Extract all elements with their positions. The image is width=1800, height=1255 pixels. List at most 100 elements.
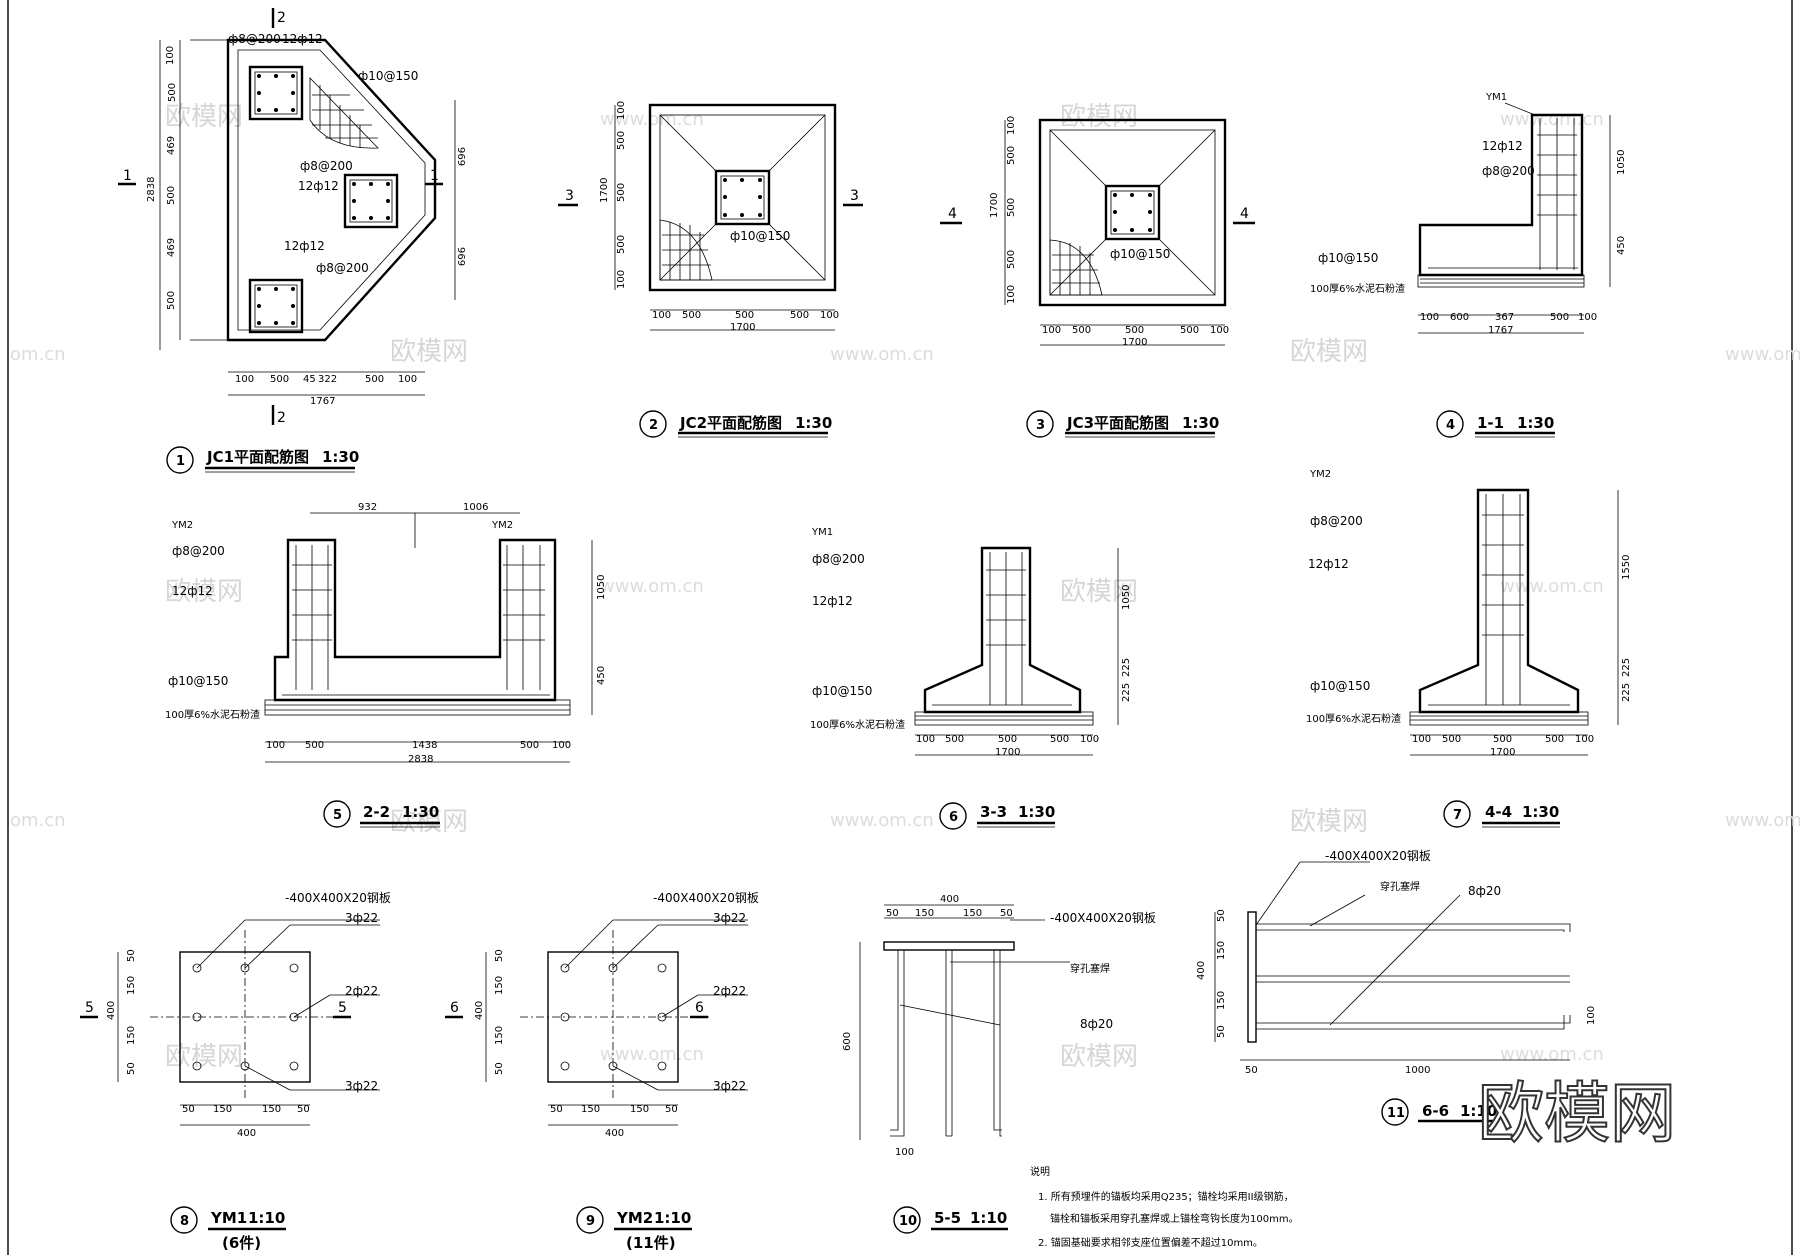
svg-text:2: 2	[277, 10, 286, 26]
svg-text:500: 500	[1180, 325, 1199, 336]
svg-text:500: 500	[616, 183, 627, 202]
svg-text:2838: 2838	[146, 177, 157, 202]
svg-text:2: 2	[277, 410, 286, 426]
svg-text:500: 500	[1006, 198, 1017, 217]
svg-text:600: 600	[1450, 312, 1469, 323]
svg-text:1050: 1050	[1616, 150, 1627, 175]
svg-text:225: 225	[1121, 683, 1132, 702]
svg-text:1: 1	[430, 168, 439, 184]
svg-text:1:30: 1:30	[1517, 414, 1554, 432]
svg-text:969: 969	[455, 247, 466, 266]
title-6: 6 3-3 1:30	[939, 802, 1055, 830]
svg-text:100厚6%水泥石粉渣: 100厚6%水泥石粉渣	[1306, 712, 1401, 725]
svg-text:欧模网: 欧模网	[1060, 1042, 1138, 1072]
svg-text:YM2: YM2	[491, 520, 513, 531]
svg-text:500: 500	[735, 310, 754, 321]
svg-text:9: 9	[586, 1214, 595, 1229]
svg-text:欧模网: 欧模网	[165, 1042, 243, 1072]
svg-text:1:10: 1:10	[654, 1209, 691, 1227]
svg-text:100: 100	[895, 1147, 914, 1158]
brand-logo: 欧模网	[1478, 1075, 1676, 1152]
svg-text:150: 150	[213, 1104, 232, 1115]
svg-text:322: 322	[318, 374, 337, 385]
svg-text:1-1: 1-1	[1477, 414, 1504, 432]
title-11: 11 6-6 1:10	[1381, 1098, 1498, 1126]
svg-text:-400X400X20钢板: -400X400X20钢板	[1325, 849, 1431, 863]
svg-text:50: 50	[182, 1104, 195, 1115]
svg-text:4: 4	[1446, 418, 1455, 433]
title-7: 7 4-4 1:30	[1443, 800, 1560, 828]
svg-text:8: 8	[180, 1214, 189, 1229]
svg-text:100: 100	[1006, 285, 1017, 304]
svg-text:JC3平面配筋图: JC3平面配筋图	[1066, 414, 1169, 432]
svg-text:2: 2	[649, 418, 658, 433]
svg-text:50: 50	[665, 1104, 678, 1115]
jc3-plan: ф10@150 100 500 500 500 100 1700 100 500…	[940, 116, 1255, 348]
svg-text:(11件): (11件)	[626, 1234, 676, 1252]
svg-text:500: 500	[166, 291, 177, 310]
svg-text:100: 100	[398, 374, 417, 385]
svg-text:1767: 1767	[310, 396, 335, 407]
svg-text:12ф12: 12ф12	[1482, 139, 1523, 153]
svg-text:50: 50	[1245, 1065, 1258, 1076]
svg-text:说明: 说明	[1030, 1165, 1050, 1178]
svg-text:ф10@150: ф10@150	[812, 684, 872, 698]
svg-text:ф8@200: ф8@200	[300, 159, 353, 173]
svg-text:500: 500	[1050, 734, 1069, 745]
svg-text:7: 7	[1453, 808, 1462, 823]
svg-text:3ф22: 3ф22	[345, 911, 378, 925]
svg-text:500: 500	[1006, 250, 1017, 269]
svg-text:150: 150	[262, 1104, 281, 1115]
svg-text:-400X400X20钢板: -400X400X20钢板	[653, 891, 759, 905]
svg-text:5: 5	[85, 1000, 94, 1016]
svg-text:8ф20: 8ф20	[1080, 1017, 1113, 1031]
svg-text:500: 500	[945, 734, 964, 745]
svg-text:欧模网: 欧模网	[390, 337, 468, 367]
svg-text:100: 100	[1080, 734, 1099, 745]
svg-text:YM1: YM1	[811, 527, 833, 538]
svg-text:穿孔塞焊: 穿孔塞焊	[1070, 962, 1110, 975]
svg-text:欧模网: 欧模网	[1060, 577, 1138, 607]
svg-text:50: 50	[1216, 1025, 1227, 1038]
svg-text:100: 100	[165, 46, 176, 65]
svg-text:150: 150	[494, 976, 505, 995]
jc2-plan: ф10@150 100 500 500 500 100 1700 100 500…	[558, 101, 863, 333]
svg-text:500: 500	[1072, 325, 1091, 336]
svg-text:www.om.cn: www.om.cn	[830, 810, 934, 831]
svg-text:6-6: 6-6	[1422, 1102, 1449, 1120]
svg-text:1:10: 1:10	[1460, 1102, 1497, 1120]
svg-text:3: 3	[1036, 418, 1045, 433]
svg-text:ф8@200: ф8@200	[316, 261, 369, 275]
svg-text:400: 400	[940, 894, 959, 905]
svg-text:1: 1	[123, 168, 132, 184]
svg-text:ф8@200: ф8@200	[228, 32, 281, 46]
svg-text:1:30: 1:30	[1018, 803, 1055, 821]
svg-text:2838: 2838	[408, 754, 433, 765]
section-2-2: 932 1006 YM2 YM2 ф8@200 12ф12 ф10@150 10…	[165, 502, 607, 765]
svg-text:500: 500	[520, 740, 539, 751]
svg-text:5: 5	[333, 808, 342, 823]
svg-text:100: 100	[266, 740, 285, 751]
svg-text:1006: 1006	[463, 502, 488, 513]
svg-text:ф10@150: ф10@150	[730, 229, 790, 243]
svg-text:1: 1	[176, 454, 185, 469]
svg-text:1:10: 1:10	[248, 1209, 285, 1227]
svg-text:欧模网: 欧模网	[165, 577, 243, 607]
svg-text:4-4: 4-4	[1485, 803, 1512, 821]
svg-text:www.om.cn: www.om.cn	[1500, 109, 1604, 130]
svg-text:12ф12: 12ф12	[282, 32, 323, 46]
svg-text:ф8@200: ф8@200	[172, 544, 225, 558]
svg-text:500: 500	[1006, 146, 1017, 165]
svg-text:100: 100	[820, 310, 839, 321]
svg-text:1700: 1700	[995, 747, 1020, 758]
svg-text:ф10@150: ф10@150	[1110, 247, 1170, 261]
svg-text:500: 500	[1125, 325, 1144, 336]
svg-text:3ф22: 3ф22	[345, 1079, 378, 1093]
svg-text:1438: 1438	[412, 740, 437, 751]
svg-text:100: 100	[1042, 325, 1061, 336]
svg-text:1700: 1700	[599, 178, 610, 203]
svg-text:450: 450	[596, 666, 607, 685]
svg-text:JC1平面配筋图: JC1平面配筋图	[206, 448, 309, 466]
title-10: 10 5-5 1:10	[893, 1206, 1008, 1234]
